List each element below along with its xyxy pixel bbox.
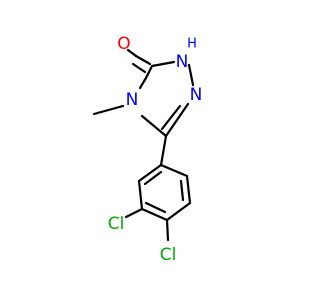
bond-c5-n4 bbox=[140, 114, 168, 138]
bond-n4-methyl bbox=[92, 104, 125, 116]
nitrogen-methyl-atom-label: N bbox=[126, 90, 139, 110]
nitrogen-ring-atom-label: N bbox=[190, 85, 203, 105]
chlorine-upper-atom-label: Cl bbox=[108, 214, 125, 234]
molecule-structure: O N H N N Cl Cl bbox=[92, 34, 203, 265]
bond-c3-c3 bbox=[144, 64, 154, 80]
bond-ph-4-5 bbox=[140, 207, 169, 222]
bond-ph-1-2 bbox=[159, 163, 189, 178]
hydrogen-nh-atom-label: H bbox=[187, 37, 197, 52]
oxygen-atom-label: O bbox=[117, 34, 130, 54]
bond-carbonyl-b bbox=[134, 54, 152, 66]
bond-n4-c3 bbox=[138, 76, 148, 90]
bond-c-cl-lower bbox=[165, 218, 170, 242]
nitrogen-nh-atom-label: N bbox=[176, 52, 189, 72]
bond-ph-2-3 bbox=[185, 174, 192, 205]
bond-ph-6-1 bbox=[137, 163, 163, 183]
bond-carbonyl-a bbox=[126, 48, 138, 58]
bond-ph-3-4 bbox=[165, 201, 192, 222]
bond-n1-c5-inner bbox=[160, 104, 182, 131]
bond-c3-n2h bbox=[150, 60, 176, 68]
bond-n2h-n1 bbox=[187, 63, 195, 87]
bond-n1-c5 bbox=[164, 102, 190, 138]
bond-carbonyl-c bbox=[131, 62, 147, 74]
bond-ph-6-1-inner bbox=[143, 170, 163, 186]
chlorine-lower-atom-label: Cl bbox=[160, 245, 177, 265]
bond-c5-phenyl bbox=[159, 134, 168, 167]
bond-ph-5-6 bbox=[137, 179, 144, 211]
bond-c-cl-upper bbox=[124, 207, 144, 219]
bond-ph-2-3-inner bbox=[179, 179, 185, 202]
bond-ph-4-5-inner bbox=[144, 201, 167, 214]
